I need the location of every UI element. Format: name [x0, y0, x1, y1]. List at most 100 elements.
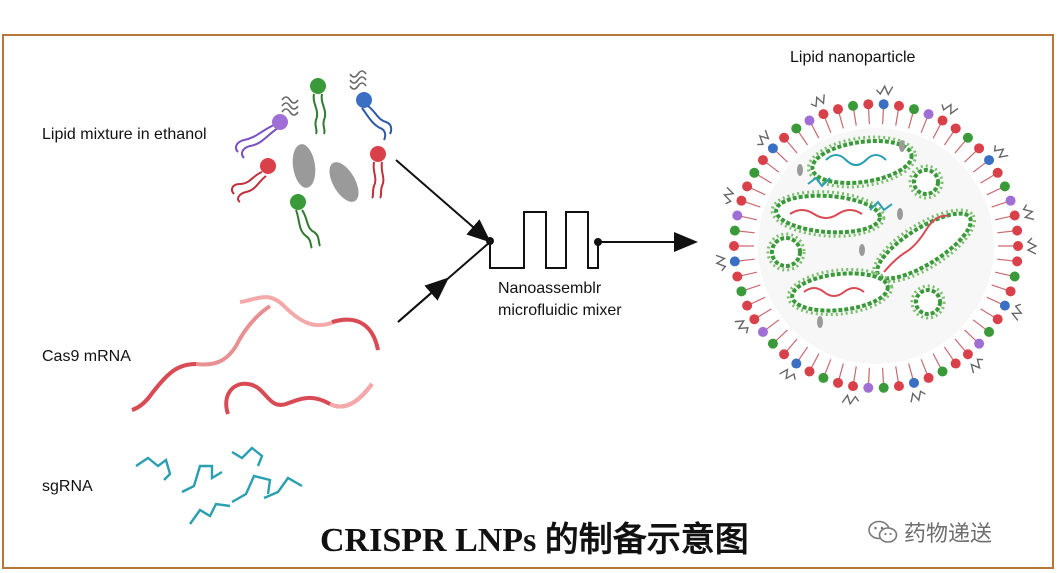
lipid-head: [1005, 195, 1016, 206]
peg-chain: [841, 393, 860, 406]
lipid-head: [833, 104, 844, 115]
vesicle-outer-layer: [910, 284, 946, 320]
lipid-head: [791, 358, 802, 369]
peg-chain: [734, 320, 749, 334]
watermark: 药物递送: [868, 516, 992, 548]
lipid-head: [937, 366, 948, 377]
lipid-head: [984, 326, 995, 337]
vesicle-bilayer: [790, 271, 890, 313]
microfluidic-channel: [489, 211, 599, 269]
lipid-head: [749, 314, 760, 325]
cholesterol-icon: [329, 162, 359, 202]
lipid-head: [878, 382, 889, 393]
sgrna-strands: [135, 446, 303, 525]
watermark-text: 药物递送: [904, 521, 993, 546]
figure-caption: CRISPR LNPs 的制备示意图: [320, 522, 749, 559]
lipid-head: [878, 99, 889, 110]
sgrna-cargo: [825, 154, 887, 166]
lipid-head: [893, 381, 904, 392]
sgrna-cargo: [807, 176, 831, 188]
lipid-head: [908, 104, 919, 115]
cholesterol-dot: [897, 208, 903, 220]
lipid-head: [779, 132, 790, 143]
lipid-head: [818, 372, 829, 383]
cholesterol-icon: [292, 144, 316, 188]
mrna-cargo: [883, 214, 949, 273]
mrna-cargo: [789, 209, 863, 219]
lipid-head: [893, 100, 904, 111]
peg-chain: [1010, 303, 1023, 321]
green-lipid-icon: [310, 78, 327, 135]
lipid-head: [848, 381, 859, 392]
lipid-head: [729, 241, 739, 251]
peg-chain: [970, 358, 984, 374]
peg-chain: [715, 254, 727, 272]
lipid-head: [742, 300, 753, 311]
vesicle-outer-layer: [766, 232, 806, 272]
lipid-head: [804, 366, 815, 377]
lipid-input-arrow: [395, 159, 492, 243]
wechat-icon: [868, 520, 898, 543]
red-lipid-icon: [370, 146, 386, 199]
lipid-head: [950, 358, 961, 369]
mixer-label-line2: microfluidic mixer: [498, 302, 622, 319]
cas9-mrna-strands: [131, 295, 380, 415]
lipid-head: [742, 181, 753, 192]
lipid-mixture-molecules: [231, 70, 393, 249]
peg-chain: [941, 103, 959, 115]
vesicle-outer-layer: [770, 190, 886, 238]
peg-chain: [993, 145, 1009, 159]
green-lipid-icon: [290, 194, 321, 249]
lipid-head: [863, 99, 874, 110]
peg-chain: [757, 129, 770, 146]
lipid-head: [732, 210, 743, 221]
purple-lipid-icon: [235, 114, 288, 159]
cas9-mrna-label: Cas9 mRNA: [42, 348, 131, 365]
lipid-head: [848, 100, 859, 111]
vesicle-outer-layer: [908, 164, 944, 200]
lipid-head: [992, 167, 1003, 178]
vesicle-outer-layer: [806, 135, 918, 189]
sgrna-cargo: [869, 200, 893, 212]
lipid-head: [974, 338, 985, 349]
lipid-head: [1009, 210, 1020, 221]
vesicle-bilayer: [774, 193, 882, 235]
lipid-head: [1013, 241, 1023, 251]
lipid-head: [962, 349, 973, 360]
lipid-head: [962, 132, 973, 143]
cholesterol-dot: [817, 316, 823, 328]
lipid-head: [923, 109, 934, 120]
lipid-nanoparticle-label: Lipid nanoparticle: [790, 49, 916, 66]
sgrna-label: sgRNA: [42, 478, 93, 495]
vesicle-bilayer: [770, 236, 802, 268]
peg-chain: [910, 390, 926, 403]
peg-squiggle-icon: [281, 96, 299, 116]
peg-chain: [1022, 204, 1035, 221]
mrna-cargo: [803, 287, 865, 297]
lipid-mixture-label: Lipid mixture in ethanol: [42, 126, 207, 143]
cholesterol-dot: [797, 164, 803, 176]
lipid-head: [984, 155, 995, 166]
lipid-head: [791, 123, 802, 134]
peg-chain: [810, 94, 825, 108]
lipid-head: [757, 155, 768, 166]
blue-lipid-icon: [349, 70, 393, 141]
vesicle-bilayer: [914, 288, 942, 316]
lipid-head: [736, 195, 747, 206]
diagram-frame: [2, 34, 1054, 569]
lipid-nanoparticle: [715, 84, 1038, 406]
lipid-head: [1012, 256, 1023, 267]
lipid-head: [732, 271, 743, 282]
lipid-head: [729, 225, 740, 236]
lipid-head: [818, 109, 829, 120]
peg-chain: [722, 186, 735, 205]
red-lipid-icon: [231, 158, 276, 203]
peg-chain: [1026, 237, 1038, 255]
lipid-head: [1012, 225, 1023, 236]
lipid-head: [757, 326, 768, 337]
lipid-head: [992, 314, 1003, 325]
mixer-label-line1: Nanoassemblr: [498, 280, 602, 297]
lipid-head: [908, 377, 919, 388]
lipid-head: [749, 167, 760, 178]
